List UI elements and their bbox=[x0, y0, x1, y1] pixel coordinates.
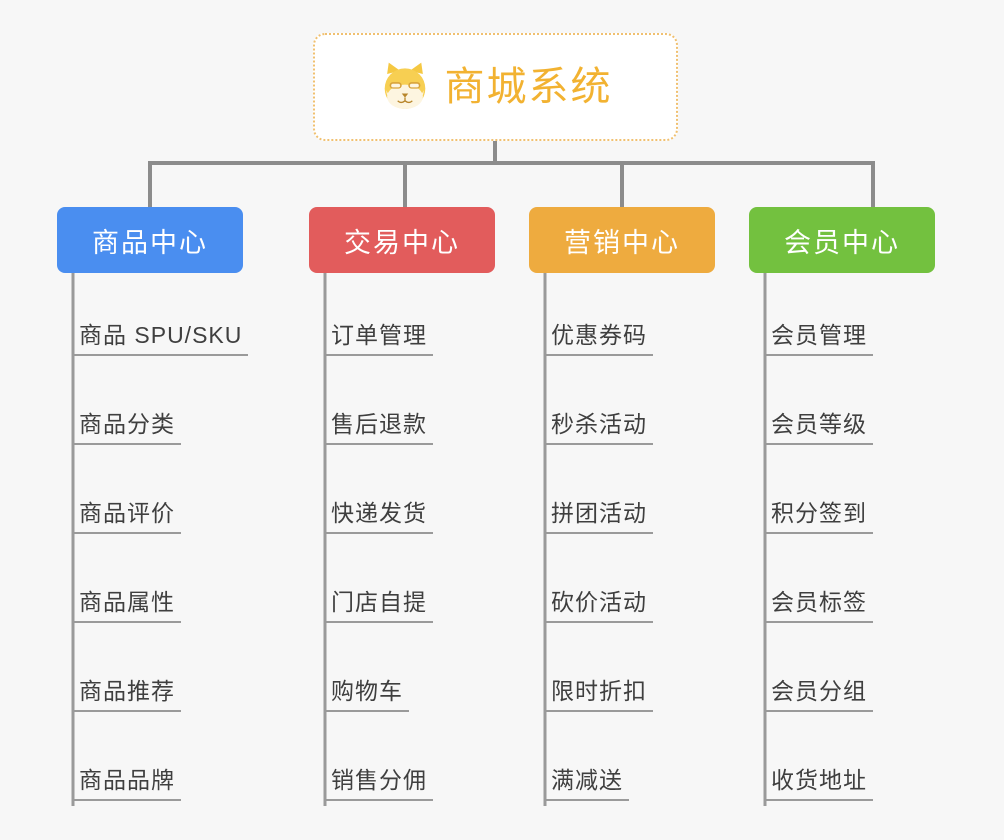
leaf-label: 商品评价 bbox=[73, 498, 181, 534]
leaf-item[interactable]: 秒杀活动 bbox=[545, 401, 653, 445]
category-label: 商品中心 bbox=[92, 227, 208, 258]
leaf-label: 收货地址 bbox=[765, 765, 873, 801]
leaf-label: 砍价活动 bbox=[545, 587, 653, 623]
leaf-label: 秒杀活动 bbox=[545, 409, 653, 445]
category-label: 营销中心 bbox=[564, 227, 680, 258]
leaf-item[interactable]: 快递发货 bbox=[325, 490, 433, 534]
leaf-label: 门店自提 bbox=[325, 587, 433, 623]
leaf-item[interactable]: 会员分组 bbox=[765, 668, 873, 712]
leaf-item[interactable]: 商品分类 bbox=[73, 401, 181, 445]
leaf-label: 拼团活动 bbox=[545, 498, 653, 534]
leaf-item[interactable]: 会员等级 bbox=[765, 401, 873, 445]
leaf-item[interactable]: 购物车 bbox=[325, 668, 409, 712]
leaf-label: 商品 SPU/SKU bbox=[73, 320, 249, 356]
shiba-dog-logo-icon bbox=[384, 62, 425, 109]
root-node[interactable]: 商城系统 bbox=[313, 33, 678, 141]
leaf-label: 订单管理 bbox=[325, 320, 433, 356]
leaf-item[interactable]: 商品评价 bbox=[73, 490, 181, 534]
leaf-label: 售后退款 bbox=[325, 409, 433, 445]
category-header-product-center[interactable]: 商品中心 bbox=[57, 207, 243, 273]
leaf-item[interactable]: 销售分佣 bbox=[325, 757, 433, 801]
leaf-item[interactable]: 商品推荐 bbox=[73, 668, 181, 712]
leaf-label: 会员等级 bbox=[765, 409, 873, 445]
leaf-item[interactable]: 会员标签 bbox=[765, 579, 873, 623]
leaf-item[interactable]: 积分签到 bbox=[765, 490, 873, 534]
leaf-label: 满减送 bbox=[545, 765, 629, 801]
leaf-item[interactable]: 商品 SPU/SKU bbox=[73, 312, 249, 356]
leaf-label: 销售分佣 bbox=[325, 765, 433, 801]
leaf-label: 会员管理 bbox=[765, 320, 873, 356]
leaf-label: 积分签到 bbox=[765, 498, 873, 534]
leaf-item[interactable]: 拼团活动 bbox=[545, 490, 653, 534]
leaf-label: 商品分类 bbox=[73, 409, 181, 445]
leaf-label: 商品推荐 bbox=[73, 676, 181, 712]
leaf-item[interactable]: 商品品牌 bbox=[73, 757, 181, 801]
root-title: 商城系统 bbox=[444, 65, 613, 109]
leaf-label: 商品品牌 bbox=[73, 765, 181, 801]
leaf-item[interactable]: 限时折扣 bbox=[545, 668, 653, 712]
leaf-label: 会员标签 bbox=[765, 587, 873, 623]
category-header-trade-center[interactable]: 交易中心 bbox=[309, 207, 495, 273]
leaf-label: 优惠券码 bbox=[545, 320, 653, 356]
leaf-item[interactable]: 收货地址 bbox=[765, 757, 873, 801]
leaf-item[interactable]: 订单管理 bbox=[325, 312, 433, 356]
leaf-label: 商品属性 bbox=[73, 587, 181, 623]
category-header-marketing-center[interactable]: 营销中心 bbox=[529, 207, 715, 273]
leaf-item[interactable]: 售后退款 bbox=[325, 401, 433, 445]
leaf-label: 购物车 bbox=[325, 676, 409, 712]
leaf-label: 会员分组 bbox=[765, 676, 873, 712]
category-label: 会员中心 bbox=[784, 227, 900, 258]
leaf-label: 限时折扣 bbox=[545, 676, 653, 712]
category-header-member-center[interactable]: 会员中心 bbox=[749, 207, 935, 273]
leaf-item[interactable]: 优惠券码 bbox=[545, 312, 653, 356]
leaf-label: 快递发货 bbox=[325, 498, 433, 534]
category-label: 交易中心 bbox=[344, 227, 460, 258]
leaf-item[interactable]: 会员管理 bbox=[765, 312, 873, 356]
leaf-item[interactable]: 满减送 bbox=[545, 757, 629, 801]
leaf-item[interactable]: 商品属性 bbox=[73, 579, 181, 623]
leaf-item[interactable]: 门店自提 bbox=[325, 579, 433, 623]
leaf-item[interactable]: 砍价活动 bbox=[545, 579, 653, 623]
